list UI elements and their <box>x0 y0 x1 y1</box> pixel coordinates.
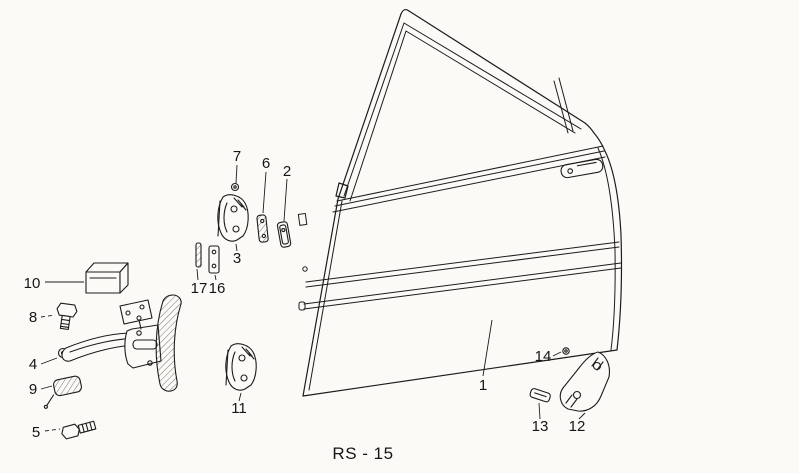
lower-hinge-part-11 <box>225 343 257 391</box>
rubber-stop-part-9 <box>43 375 82 409</box>
part-label-5: 5 <box>32 424 40 441</box>
bracket-plate-part-2 <box>276 221 292 248</box>
part-label-9: 9 <box>29 381 37 398</box>
clip-part-13 <box>529 388 551 403</box>
door-beltline <box>332 145 606 213</box>
bolt-part-8 <box>56 302 78 330</box>
part-label-4: 4 <box>29 356 37 373</box>
part-label-2: 2 <box>283 163 291 180</box>
door-crease-lines <box>303 241 622 310</box>
plate-part-16 <box>208 245 220 274</box>
leader-lines <box>40 164 586 432</box>
part-label-12: 12 <box>569 418 586 435</box>
upper-hinge-part-3 <box>217 194 249 242</box>
check-housing-part-10 <box>85 262 129 294</box>
part-label-7: 7 <box>233 148 241 165</box>
door-check-arm-part-4 <box>57 294 182 392</box>
part-label-16: 16 <box>209 280 226 297</box>
part-label-10: 10 <box>24 275 41 292</box>
shim-plate-part-6 <box>256 214 269 243</box>
door-edge-details <box>297 212 308 311</box>
small-screw-part-14 <box>562 347 570 355</box>
part-label-1: 1 <box>479 377 487 394</box>
part-labels: 1 2 3 4 5 6 7 8 9 10 11 12 13 14 16 17 <box>24 148 586 441</box>
door-outline <box>302 8 623 397</box>
diagram-caption: RS - 15 <box>332 444 393 463</box>
pin-part-17 <box>195 242 202 268</box>
part-label-17: 17 <box>191 280 208 297</box>
part-label-13: 13 <box>532 418 549 435</box>
lower-bracket-part-12 <box>559 351 610 412</box>
part-label-6: 6 <box>262 155 270 172</box>
quarter-window-divider <box>553 77 574 134</box>
part-label-11: 11 <box>231 400 247 417</box>
hex-screw-part-5 <box>61 420 97 440</box>
part-label-3: 3 <box>233 250 241 267</box>
door-handle <box>560 158 604 179</box>
part-label-14: 14 <box>535 348 552 365</box>
hinge-nut-part-7 <box>230 182 240 192</box>
mirror-base <box>335 182 349 199</box>
part-label-8: 8 <box>29 309 37 326</box>
door-assembly-drawing <box>297 8 623 397</box>
